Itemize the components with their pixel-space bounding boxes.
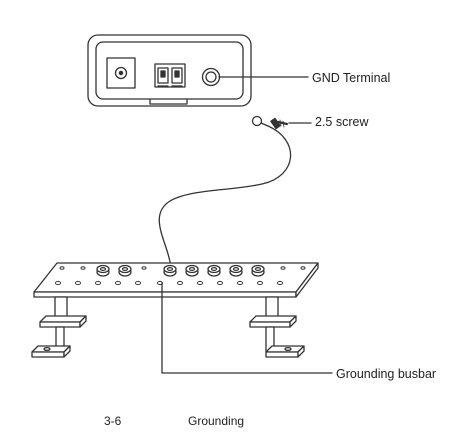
screw-label: 2.5 screw bbox=[315, 115, 369, 129]
left-insulator-bracket bbox=[31, 296, 87, 358]
busbar-holes bbox=[55, 266, 306, 286]
grounding-busbar-label: Grounding busbar bbox=[336, 367, 437, 381]
right-insulator-bracket bbox=[249, 296, 305, 358]
gnd-terminal-label: GND Terminal bbox=[312, 71, 391, 85]
power-jack bbox=[106, 57, 136, 89]
busbar-leader-line bbox=[161, 282, 333, 374]
busbar-bolts bbox=[96, 264, 265, 277]
two-pin-connector bbox=[154, 63, 186, 88]
screw-icon bbox=[270, 117, 289, 130]
gnd-terminal bbox=[201, 67, 221, 87]
figure-title: Grounding bbox=[188, 414, 245, 428]
ring-lug-icon bbox=[251, 115, 263, 127]
ground-wire bbox=[158, 115, 292, 263]
busbar-assembly bbox=[31, 262, 319, 358]
figure-number: 3-6 bbox=[104, 414, 122, 428]
device-unit bbox=[87, 34, 252, 107]
